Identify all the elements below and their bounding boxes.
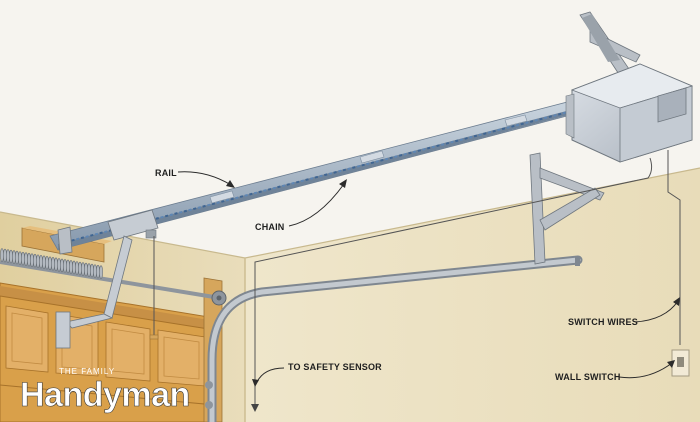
label-wall-switch: WALL SWITCH bbox=[555, 372, 621, 382]
logo-wordmark: Handyman bbox=[20, 376, 190, 414]
spring-coil bbox=[99, 266, 102, 279]
label-switch-wires: SWITCH WIRES bbox=[568, 317, 638, 327]
wall-switch-box bbox=[672, 350, 689, 376]
logo-small-text: THE FAMILY bbox=[59, 367, 115, 376]
label-chain: CHAIN bbox=[255, 222, 285, 232]
label-rail: RAIL bbox=[155, 168, 177, 178]
label-to-safety-sensor: TO SAFETY SENSOR bbox=[288, 362, 382, 372]
header-bracket bbox=[58, 227, 72, 254]
